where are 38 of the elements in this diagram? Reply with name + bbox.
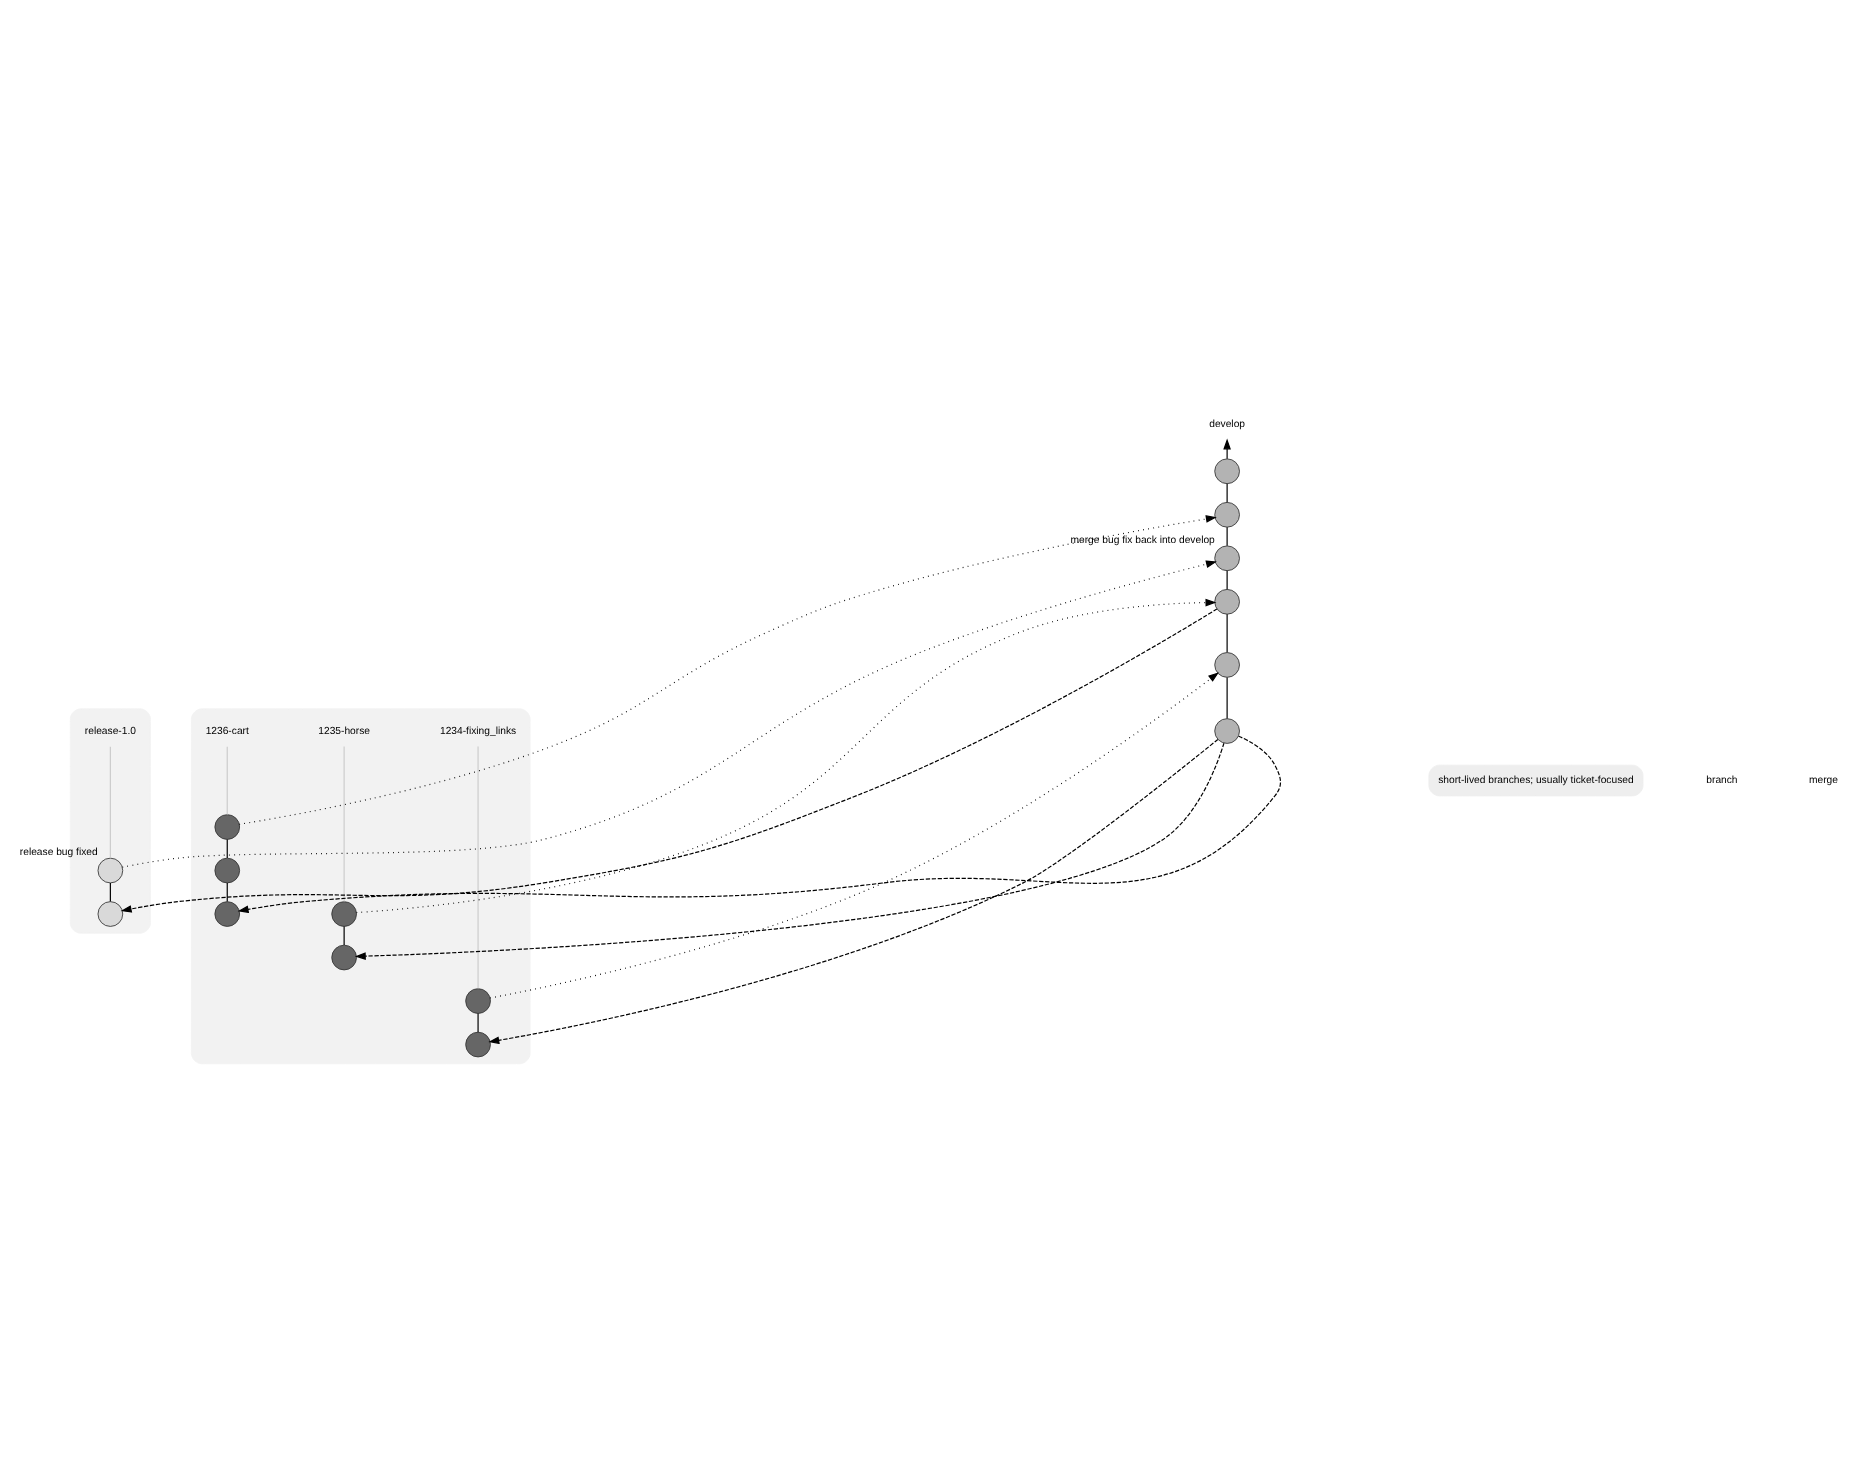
cluster bbox=[69, 707, 151, 933]
connector bbox=[1226, 482, 1228, 502]
arrow bbox=[121, 559, 1217, 867]
arrow bbox=[238, 514, 1217, 824]
node-circle bbox=[214, 856, 241, 883]
node-circle bbox=[97, 900, 124, 926]
node-circle bbox=[214, 900, 241, 926]
node-circle bbox=[1214, 588, 1240, 614]
connector bbox=[109, 745, 111, 858]
arrow bbox=[120, 607, 1218, 912]
connector bbox=[477, 1011, 479, 1032]
node-circle bbox=[465, 987, 491, 1013]
node-circle bbox=[1214, 500, 1240, 527]
connector bbox=[1226, 676, 1228, 719]
arrow bbox=[488, 737, 1219, 1043]
connector bbox=[226, 881, 228, 902]
connector bbox=[109, 881, 111, 902]
node-circle bbox=[465, 1030, 491, 1057]
connector bbox=[226, 837, 228, 858]
arrow bbox=[237, 734, 1282, 913]
node-circle bbox=[1214, 457, 1240, 484]
node-circle bbox=[214, 813, 241, 839]
arrow bbox=[355, 597, 1217, 913]
node-circle bbox=[331, 900, 357, 926]
connector bbox=[1226, 569, 1228, 589]
node-circle bbox=[1214, 717, 1240, 743]
connector bbox=[1226, 612, 1228, 652]
node-circle bbox=[331, 943, 357, 970]
cluster bbox=[191, 707, 531, 1064]
connector bbox=[1226, 525, 1228, 546]
node-circle bbox=[1214, 651, 1240, 677]
arrow bbox=[354, 741, 1225, 959]
arrow bbox=[1223, 437, 1231, 459]
connector bbox=[343, 924, 345, 945]
node-circle bbox=[1214, 544, 1240, 571]
node-circle bbox=[97, 856, 124, 883]
connector bbox=[226, 745, 228, 815]
arrow bbox=[489, 671, 1219, 998]
